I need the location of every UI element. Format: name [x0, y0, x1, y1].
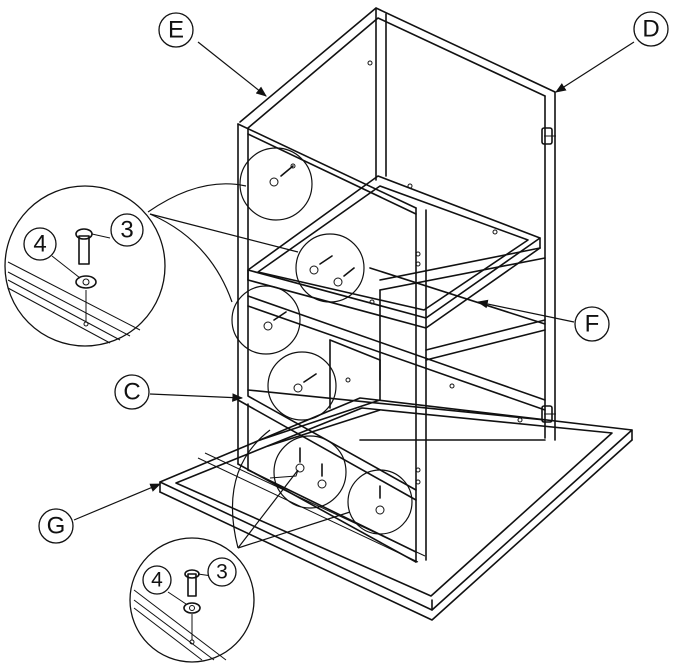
part-number-4: 4	[33, 231, 46, 258]
detail-circle-3	[231, 285, 301, 355]
hinge-upper	[541, 127, 556, 145]
zoom-detail-lower	[129, 537, 255, 663]
detail-circle-5	[269, 435, 347, 509]
detail-circle-1	[239, 147, 313, 221]
callout-e: E	[158, 12, 267, 97]
rear-frame	[239, 7, 556, 441]
detail-circle-4	[267, 351, 337, 421]
label-f: F	[585, 311, 600, 338]
base-frame	[159, 397, 633, 621]
label-d: D	[642, 16, 659, 43]
part-bubble-3-lower: 3	[207, 557, 237, 587]
detail-circle-2	[295, 233, 365, 303]
part-bubble-3-upper: 3	[110, 213, 144, 247]
label-g: G	[47, 513, 66, 540]
part-number-4: 4	[151, 569, 163, 592]
part-number-3: 3	[120, 217, 133, 244]
part-bubble-4-lower: 4	[142, 565, 172, 595]
zoom-detail-upper	[4, 185, 166, 347]
part-bubble-4-upper: 4	[23, 227, 57, 261]
label-c: C	[123, 379, 140, 406]
callout-f: F	[476, 299, 610, 342]
front-frame	[237, 123, 427, 563]
callout-g: G	[38, 483, 161, 544]
callout-d: D	[555, 11, 669, 93]
callout-c: C	[114, 374, 244, 410]
middle-shelf	[247, 175, 546, 381]
cross-members	[247, 251, 546, 485]
hinge-lower	[541, 405, 556, 423]
part-number-3: 3	[216, 561, 228, 584]
detail-leader-lines	[147, 183, 351, 549]
detail-circle-6	[347, 469, 413, 535]
label-e: E	[168, 17, 184, 44]
